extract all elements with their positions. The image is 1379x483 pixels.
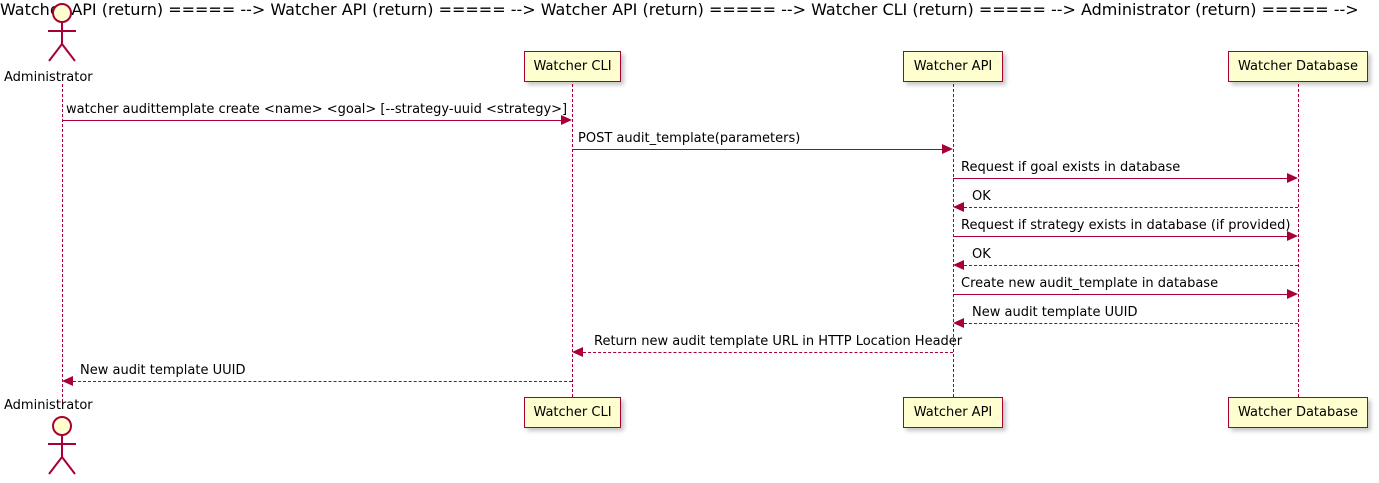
message-line-1 xyxy=(62,120,562,121)
participant-box-watcher-database-bottom[interactable]: Watcher Database xyxy=(1228,397,1368,428)
message-label-10: New audit template UUID xyxy=(80,363,246,378)
participant-box-watcher-cli-bottom[interactable]: Watcher CLI xyxy=(524,397,621,428)
participant-label-watcher-api-top: Watcher API xyxy=(913,59,993,74)
participant-label-watcher-cli-top: Watcher CLI xyxy=(533,59,612,74)
lifeline-watcher-api xyxy=(953,84,954,397)
message-label-7: Create new audit_template in database xyxy=(961,276,1219,291)
message-arrowhead-6 xyxy=(953,260,964,270)
actor-administrator-top xyxy=(48,3,76,62)
participant-box-watcher-cli-top[interactable]: Watcher CLI xyxy=(524,51,621,82)
message-line-5 xyxy=(953,236,1288,237)
message-label-5: Request if strategy exists in database (… xyxy=(961,218,1291,233)
lifeline-watcher-database xyxy=(1298,84,1299,397)
message-line-10 xyxy=(73,381,572,382)
actor-administrator-bottom xyxy=(48,416,76,475)
message-line-2 xyxy=(572,149,943,150)
message-arrowhead-1 xyxy=(561,115,572,125)
lifeline-watcher-cli xyxy=(572,84,573,397)
message-line-6 xyxy=(964,265,1298,266)
message-arrowhead-2 xyxy=(942,144,953,154)
message-line-7 xyxy=(953,294,1288,295)
participant-box-watcher-api-top[interactable]: Watcher API xyxy=(903,51,1003,82)
participant-box-watcher-api-bottom[interactable]: Watcher API xyxy=(903,397,1003,428)
message-arrowhead-4 xyxy=(953,202,964,212)
message-arrowhead-10 xyxy=(62,376,73,386)
actor-label-administrator-top: Administrator xyxy=(4,70,93,85)
message-line-8 xyxy=(964,323,1298,324)
participant-label-watcher-api-bottom: Watcher API xyxy=(913,405,993,420)
participant-label-watcher-database-top: Watcher Database xyxy=(1238,59,1358,74)
message-label-6: OK xyxy=(972,247,991,262)
message-line-4 xyxy=(964,207,1298,208)
message-line-3 xyxy=(953,178,1288,179)
message-label-2: POST audit_template(parameters) xyxy=(578,131,801,146)
message-label-4: OK xyxy=(972,189,991,204)
message-label-3: Request if goal exists in database xyxy=(961,160,1181,175)
actor-label-administrator-bottom: Administrator xyxy=(4,398,93,413)
message-label-1: watcher audittemplate create <name> <goa… xyxy=(66,102,568,117)
message-label-8: New audit template UUID xyxy=(972,305,1138,320)
participant-label-watcher-cli-bottom: Watcher CLI xyxy=(533,405,612,420)
lifeline-administrator xyxy=(62,84,63,402)
message-line-9 xyxy=(583,352,953,353)
participant-box-watcher-database-top[interactable]: Watcher Database xyxy=(1228,51,1368,82)
message-arrowhead-8 xyxy=(953,318,964,328)
participant-label-watcher-database-bottom: Watcher Database xyxy=(1238,405,1358,420)
message-arrowhead-5 xyxy=(1287,231,1298,241)
message-arrowhead-7 xyxy=(1287,289,1298,299)
message-label-9: Return new audit template URL in HTTP Lo… xyxy=(594,334,963,349)
message-arrowhead-3 xyxy=(1287,173,1298,183)
message-arrowhead-9 xyxy=(572,347,583,357)
